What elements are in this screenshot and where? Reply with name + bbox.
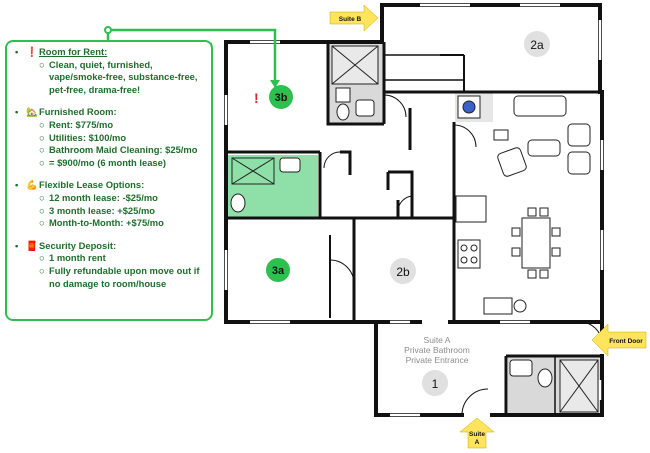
circle-bullet-icon: ○ <box>39 252 45 264</box>
circle-bullet-icon: ○ <box>39 131 45 143</box>
bullet-icon: • <box>15 106 19 118</box>
info-list-item: ○ Utilities: $100/mo <box>39 132 205 145</box>
bullet-icon: • <box>15 179 19 191</box>
suite-a-line-3: Private Entrance <box>406 355 469 365</box>
circle-bullet-icon: ○ <box>39 204 45 216</box>
section-heading-text: Room for Rent: <box>39 46 108 57</box>
info-list-item: ○ 3 month lease: +$25/mo <box>39 205 205 218</box>
info-list-item: ○ Bathroom Maid Cleaning: $25/mo <box>39 144 205 157</box>
suite-a-arrow: Suite A <box>459 417 495 449</box>
fixtures <box>230 45 599 413</box>
info-section-heading: • 🧧Security Deposit: <box>15 240 205 253</box>
section-emoji-icon: 🧧 <box>26 239 38 251</box>
info-section: •🧧Security Deposit:○1 month rent○Fully r… <box>15 240 205 290</box>
info-item-text: Rent: $775/mo <box>49 118 114 130</box>
room-2a: 2a <box>524 31 550 57</box>
suite-a-entrance-label-2: A <box>475 439 480 446</box>
suite-a-line-2: Private Bathroom <box>404 345 470 355</box>
circle-bullet-icon: ○ <box>39 118 45 130</box>
info-item-text: = $900/mo (6 month lease) <box>49 156 166 168</box>
info-item-text: 1 month rent <box>49 252 106 264</box>
room-3b: 3b <box>269 85 293 109</box>
info-list-item: ○ Fully refundable upon move out if no da… <box>39 265 205 290</box>
circle-bullet-icon: ○ <box>39 191 45 203</box>
section-emoji-icon: 💪 <box>26 179 38 191</box>
bullet-icon: • <box>15 239 19 251</box>
info-list-item: ○ Clean, quiet, furnished, vape/smoke-fre… <box>39 59 205 97</box>
section-emoji-icon: ❗ <box>26 46 38 57</box>
info-item-text: 3 month lease: +$25/mo <box>49 204 156 216</box>
info-section: • ❗Room for Rent:○ Clean, quiet, furnished… <box>15 46 205 96</box>
circle-bullet-icon: ○ <box>39 217 45 229</box>
connector-arrowhead <box>270 80 280 88</box>
exclaim-icon: ! <box>254 90 259 106</box>
interior-walls <box>226 42 602 415</box>
info-list-item: ○ 1 month rent <box>39 252 205 265</box>
room-3a: 3a <box>266 258 290 282</box>
info-item-text: Bathroom Maid Cleaning: $25/mo <box>49 144 198 156</box>
section-emoji-icon: 🏡 <box>26 106 38 118</box>
section-heading-text: Flexible Lease Options: <box>39 179 145 191</box>
info-section-heading: • 🏡Furnished Room: <box>15 106 205 119</box>
section-heading-text: Furnished Room: <box>39 106 117 118</box>
suite-a-entrance-label-1: Suite <box>469 431 485 438</box>
circle-bullet-icon: ○ <box>39 264 45 276</box>
room-1-label: 1 <box>432 377 439 391</box>
section-heading-text: Security Deposit: <box>39 239 117 251</box>
info-section-heading: • ❗Room for Rent: <box>15 46 205 59</box>
circle-bullet-icon: ○ <box>39 156 45 168</box>
circle-bullet-icon: ○ <box>39 144 45 156</box>
room-3b-label: 3b <box>275 92 288 104</box>
info-item-text: 12 month lease: -$25/mo <box>49 191 158 203</box>
room-3a-label: 3a <box>272 265 285 277</box>
suite-a-info: Suite A Private Bathroom Private Entranc… <box>404 335 470 365</box>
bullet-icon: • <box>15 46 19 57</box>
room-2b-label: 2b <box>396 265 410 279</box>
suite-b-label: Suite B <box>339 16 362 23</box>
info-list-item: ○ = $900/mo (6 month lease) <box>39 157 205 170</box>
info-list-item: ○ Rent: $775/mo <box>39 119 205 132</box>
landing <box>384 54 464 81</box>
circle-bullet-icon: ○ <box>39 58 45 70</box>
connector-dot <box>104 26 112 34</box>
front-door-label: Front Door <box>609 338 643 345</box>
front-door-arrow: Front Door <box>591 323 647 357</box>
rental-info-panel: •❗Room for Rent:○Clean, quiet, furnished… <box>5 40 213 321</box>
suite-a-line-1: Suite A <box>424 335 451 345</box>
room-1: 1 <box>422 370 448 396</box>
windows <box>224 3 604 417</box>
info-section-heading: • 💪Flexible Lease Options: <box>15 179 205 192</box>
suite-b-arrow: Suite B <box>329 4 379 32</box>
room-2b: 2b <box>390 258 416 284</box>
door-swings <box>323 94 603 416</box>
info-item-text: Month-to-Month: +$75/mo <box>49 217 164 229</box>
room-2a-label: 2a <box>530 38 544 52</box>
info-section: •💪Flexible Lease Options:○12 month lease… <box>15 179 205 229</box>
info-section: •🏡Furnished Room:○Rent: $775/mo○Utilitie… <box>15 106 205 169</box>
info-list-item: ○ 12 month lease: -$25/mo <box>39 192 205 205</box>
info-item-text: Clean, quiet, furnished, vape/smoke-free… <box>49 58 198 95</box>
info-item-text: Fully refundable upon move out if no dam… <box>49 264 200 289</box>
info-item-text: Utilities: $100/mo <box>49 131 127 143</box>
info-list-item: ○ Month-to-Month: +$75/mo <box>39 217 205 230</box>
